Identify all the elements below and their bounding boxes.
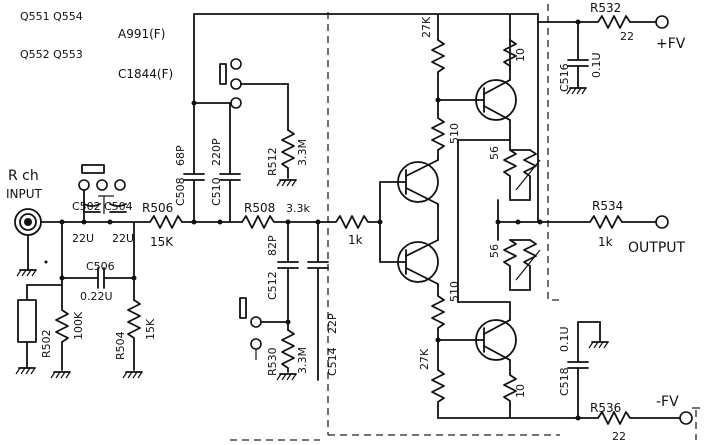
r536-label: R536	[590, 401, 621, 415]
transistor-type1-label: A991(F)	[118, 27, 165, 41]
r506-label: R506	[142, 201, 173, 215]
transistor-q-upper-driver	[397, 159, 439, 205]
r530-label: R530	[266, 347, 279, 376]
transistor-q-output-top	[475, 79, 517, 121]
input-switch	[78, 164, 126, 223]
transistor-group1-label: Q551 Q554	[20, 10, 83, 23]
r512-label: R512	[266, 147, 279, 176]
c508-value: 68P	[174, 145, 187, 166]
resistor-r536	[577, 411, 681, 425]
r502-label: R502	[40, 329, 53, 358]
resistor-27k-bottom	[431, 339, 445, 419]
c502-label: C502	[72, 200, 101, 213]
input-label-rch: R ch	[8, 168, 39, 184]
r-10-bot-label: 10	[514, 384, 527, 398]
r530-value: 3.3M	[296, 347, 309, 374]
pos-supply-label: +FV	[656, 36, 686, 52]
capacitor-c516	[566, 21, 589, 95]
r532-label: R532	[590, 1, 621, 15]
r502-value: 100K	[72, 311, 85, 340]
resistor-r508	[241, 215, 331, 229]
capacitor-c506	[59, 267, 135, 289]
c516-label: C516	[558, 63, 571, 92]
c502-value: 22U	[72, 232, 94, 245]
c504-value: 22U	[112, 232, 134, 245]
board-outline-right	[547, 4, 560, 301]
capacitor-c508	[183, 13, 539, 223]
resistor-10-top	[503, 39, 517, 71]
r504-label: R504	[114, 331, 127, 360]
transistor-group2-label: Q552 Q553	[20, 48, 83, 61]
r532-value: 22	[620, 30, 634, 43]
nf-switch-bottom	[239, 297, 291, 360]
c508-label: C508	[174, 177, 187, 206]
r508-value: 3.3k	[286, 202, 310, 215]
c506-label: C506	[86, 260, 115, 273]
r506-value: 15K	[150, 235, 174, 249]
resistor-r504	[122, 221, 143, 379]
terminal-output	[655, 215, 669, 229]
r-27k-top-label: 27K	[420, 16, 433, 38]
transistor-type2-label: C1844(F)	[118, 67, 173, 81]
r-27k-bot-label: 27K	[418, 348, 431, 370]
bias-network	[457, 139, 541, 303]
resistor-27k-top	[431, 39, 445, 101]
c518-value: 0.1U	[558, 326, 571, 352]
r-56-bot-label: 56	[488, 244, 501, 258]
resistor-r512	[276, 129, 297, 187]
c510-value: 220P	[210, 138, 223, 166]
transistor-q-output-bottom	[475, 319, 517, 361]
terminal-pos-supply	[655, 15, 669, 29]
r504-value: 15K	[144, 318, 157, 340]
resistor-r530	[276, 329, 297, 381]
r-10-top-label: 10	[514, 48, 527, 62]
r-56-top-label: 56	[488, 146, 501, 160]
output-label: OUTPUT	[628, 240, 686, 256]
resistor-10-bottom	[503, 374, 517, 406]
r534-value: 1k	[598, 235, 613, 249]
r-1k-label: 1k	[348, 233, 363, 247]
capacitor-c514	[307, 221, 329, 381]
transistor-q-lower-driver	[397, 239, 439, 285]
c512-label: C512	[266, 271, 279, 300]
c510-label: C510	[210, 177, 223, 206]
neg-supply-label: -FV	[656, 394, 679, 410]
c504-label: C504	[104, 200, 133, 213]
r512-value: 3.3M	[296, 139, 309, 166]
capacitor-c512	[277, 221, 299, 331]
terminal-neg-supply	[679, 411, 693, 425]
capacitor-c502-c504	[83, 195, 127, 214]
c506-value: 0.22U	[80, 290, 113, 303]
resistor-r534	[589, 215, 657, 229]
input-label-input: INPUT	[6, 187, 43, 201]
c514-label: C514	[326, 347, 339, 376]
potentiometer-r502	[15, 221, 71, 379]
resistor-r506	[149, 215, 195, 229]
capacitor-c518	[567, 321, 609, 419]
r534-label: R534	[592, 199, 623, 213]
r-510-bot-label: 510	[448, 281, 461, 302]
r508-label: R508	[244, 201, 275, 215]
resistor-510-bottom	[431, 283, 445, 341]
r-510-top-label: 510	[448, 123, 461, 144]
r536-value: 22	[612, 430, 626, 443]
resistor-510-top	[431, 99, 445, 161]
capacitor-c510	[219, 102, 241, 223]
nf-switch-top	[191, 58, 289, 131]
resistor-1k	[329, 215, 381, 229]
c512-value: 82P	[266, 235, 279, 256]
resistor-r532	[577, 15, 657, 29]
c514-value: 22P	[326, 313, 339, 334]
c516-value: 0.1U	[590, 52, 603, 78]
input-jack	[14, 208, 63, 277]
c518-label: C518	[558, 367, 571, 396]
